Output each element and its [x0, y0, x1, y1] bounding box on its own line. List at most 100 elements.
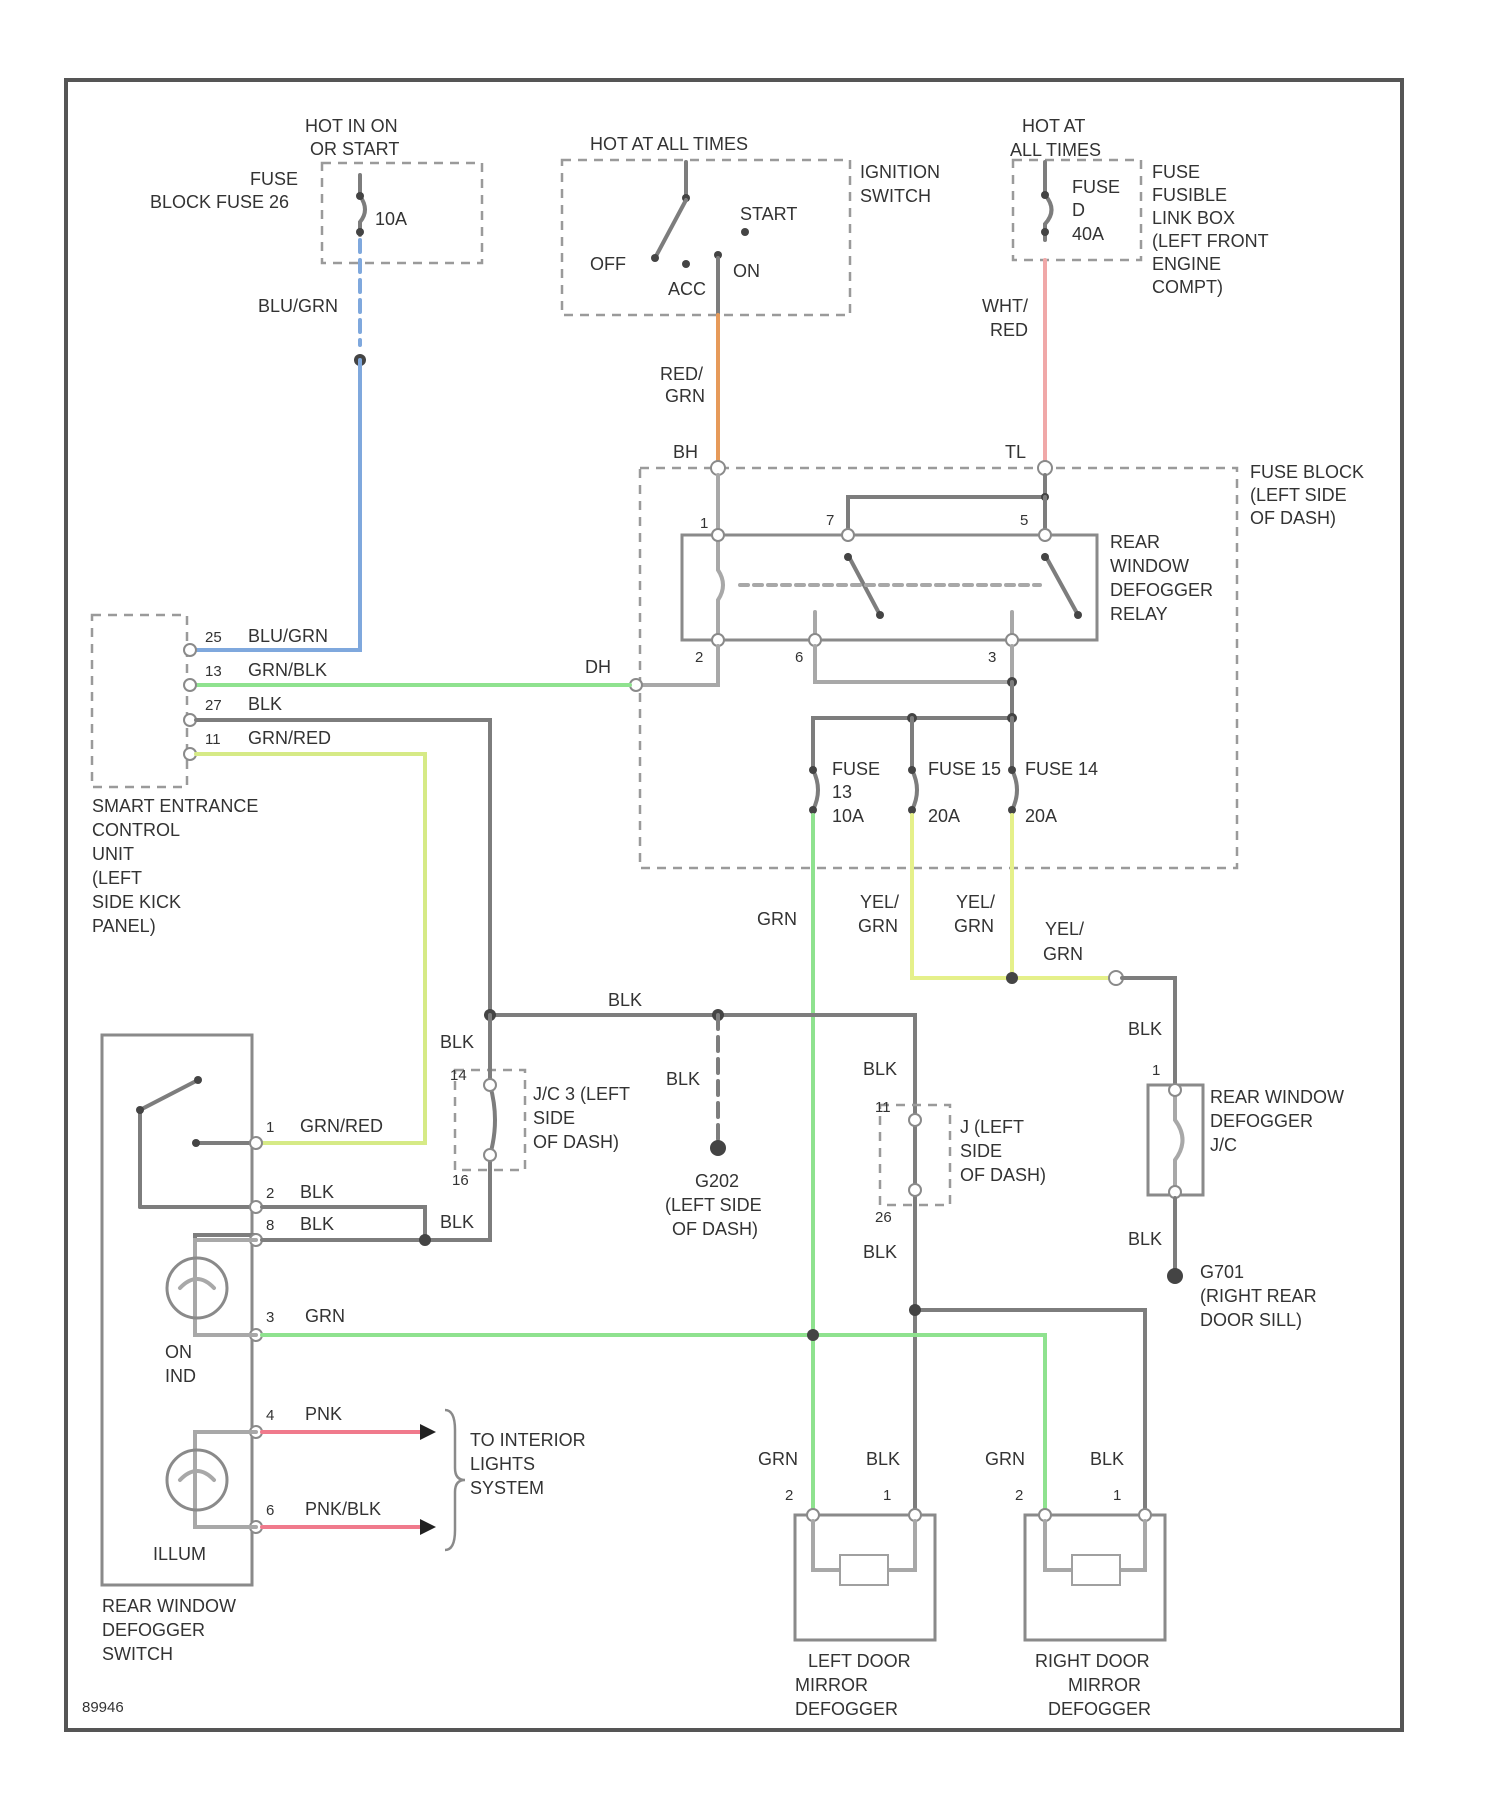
fuse-26-rating: 10A	[375, 209, 407, 229]
fusible-link-label-5: ENGINE	[1152, 254, 1221, 274]
ign-on-label: ON	[733, 261, 760, 281]
wire-grn-switch	[262, 1335, 1045, 1515]
secu-pin-25-num: 25	[205, 629, 222, 646]
switch-pin-3-wire: GRN	[305, 1306, 345, 1326]
relay-contact-2-pivot	[1041, 553, 1049, 561]
rdm-wire-blk: BLK	[1090, 1449, 1124, 1469]
to-interior-label-2: LIGHTS	[470, 1454, 535, 1474]
jc2-pin-bot: 26	[875, 1209, 892, 1226]
secu-label-1: SMART ENTRANCE	[92, 796, 258, 816]
switch-pin-8-wire: BLK	[300, 1214, 334, 1234]
relay-contact-2	[1045, 555, 1078, 615]
smart-entrance-control-unit-box	[92, 615, 187, 787]
relay-pin-1-label: 1	[700, 515, 708, 532]
relay-label-2: WINDOW	[1110, 556, 1189, 576]
relay-pin-2-label: 2	[695, 649, 703, 666]
wire-blk-g202-label: BLK	[666, 1069, 700, 1089]
fuse-13-node-a	[809, 766, 817, 774]
wire-yel-grn-1a: YEL/	[860, 892, 899, 912]
wire-yel-grn-3b: GRN	[1043, 944, 1083, 964]
jc2-label-3: OF DASH)	[960, 1165, 1046, 1185]
fuse-d-label-3: 40A	[1072, 224, 1104, 244]
ign-acc-contact	[682, 260, 690, 268]
fuse-13-label-1: FUSE	[832, 759, 880, 779]
ldm-label-1: LEFT DOOR	[808, 1651, 911, 1671]
fuse-13-label-3: 10A	[832, 806, 864, 826]
hot-at-all-times-right-2: ALL TIMES	[1010, 140, 1101, 160]
pnk-arrow	[420, 1424, 436, 1440]
switch-label-1: REAR WINDOW	[102, 1596, 236, 1616]
fusible-link-label-3: LINK BOX	[1152, 208, 1235, 228]
on-ind-label-1: ON	[165, 1342, 192, 1362]
diagram-frame	[66, 80, 1402, 1730]
rdm-label-2: MIRROR	[1068, 1675, 1141, 1695]
fuse-d-node-a	[1041, 191, 1049, 199]
fuse-14-node-a	[1008, 766, 1016, 774]
ldm-heater	[840, 1555, 888, 1585]
diagram-id: 89946	[82, 1699, 124, 1716]
wire-blk-jc2-label: BLK	[863, 1059, 897, 1079]
g701-label-1: G701	[1200, 1262, 1244, 1282]
jc3-pin-14	[484, 1079, 496, 1091]
ignition-switch-label-1: IGNITION	[860, 162, 940, 182]
relay-contact-1-pivot	[844, 553, 852, 561]
switch-contact	[192, 1139, 200, 1147]
fusible-link-label-4: (LEFT FRONT	[1152, 231, 1269, 251]
switch-pin-1-wire: GRN/RED	[300, 1116, 383, 1136]
fuse-26-node-a	[356, 192, 364, 200]
secu-label-2: CONTROL	[92, 820, 180, 840]
g202-label-1: G202	[695, 1171, 739, 1191]
switch-pivot	[136, 1106, 144, 1114]
wire-blk-rwd-bot-label: BLK	[1128, 1229, 1162, 1249]
hot-in-on-label-2: OR START	[310, 139, 399, 159]
wire-blk-right-mirror	[915, 1310, 1145, 1515]
jc2-pin-11	[909, 1114, 921, 1126]
fuse-26-element	[360, 175, 365, 235]
secu-label-3: UNIT	[92, 844, 134, 864]
secu-pin-13-wire: GRN/BLK	[248, 660, 327, 680]
rdm-label-3: DEFOGGER	[1048, 1699, 1151, 1719]
jc2-pin-top: 11	[875, 1099, 891, 1116]
wire-blk-sw-label: BLK	[440, 1212, 474, 1232]
jc2-pin-26	[909, 1184, 921, 1196]
ldm-pin-1: 1	[883, 1487, 891, 1504]
ign-off-contact	[651, 254, 659, 262]
switch-pin-2-num: 2	[266, 1185, 274, 1202]
ign-acc-label: ACC	[668, 279, 706, 299]
g202-label-3: OF DASH)	[672, 1219, 758, 1239]
jc2-label-1: J (LEFT	[960, 1117, 1024, 1137]
relay-pin-2-to-dh	[640, 646, 718, 685]
on-ind-label-2: IND	[165, 1366, 196, 1386]
fuse-15-label-2: 20A	[928, 806, 960, 826]
secu-label-6: PANEL)	[92, 916, 156, 936]
rwd-label-2: DEFOGGER	[1210, 1111, 1313, 1131]
wire-yel-grn-2a: YEL/	[956, 892, 995, 912]
wire-blk-rwd-label: BLK	[1128, 1019, 1162, 1039]
fuse-15-node-b	[908, 806, 916, 814]
grn-splice	[807, 1329, 819, 1341]
ldm-label-3: DEFOGGER	[795, 1699, 898, 1719]
relay-pin-6-label: 6	[795, 649, 803, 666]
hot-at-all-times-right-1: HOT AT	[1022, 116, 1085, 136]
rwd-pin-1	[1169, 1084, 1181, 1096]
fuse-15-label-1: FUSE 15	[928, 759, 1001, 779]
fuse-14-label-2: 20A	[1025, 806, 1057, 826]
jc2-label-2: SIDE	[960, 1141, 1002, 1161]
jc3-label-2: SIDE	[533, 1108, 575, 1128]
connector-dh-label: DH	[585, 657, 611, 677]
fusible-link-label-6: COMPT)	[1152, 277, 1223, 297]
secu-pin-11-num: 11	[205, 731, 221, 748]
wire-yel-grn-1b: GRN	[858, 916, 898, 936]
switch-pin-2-wire: BLK	[300, 1182, 334, 1202]
g701-ground	[1167, 1268, 1183, 1284]
fuse-13-label-2: 13	[832, 782, 852, 802]
wire-yel-grn-3a: YEL/	[1045, 919, 1084, 939]
switch-pin-1	[250, 1137, 262, 1149]
relay-coil	[718, 540, 723, 635]
wire-red-grn-label-2: GRN	[665, 386, 705, 406]
fuse-26-node-b	[356, 228, 364, 236]
jc3-label-1: J/C 3 (LEFT	[533, 1084, 630, 1104]
fuse-15-node-a	[908, 766, 916, 774]
